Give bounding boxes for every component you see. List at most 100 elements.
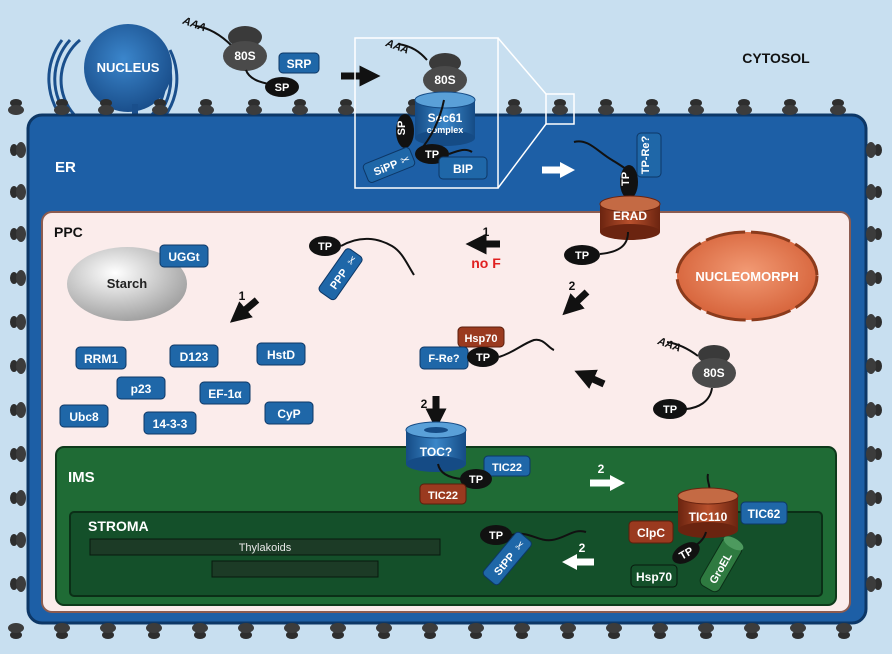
ppc-label: PPC [54,224,83,240]
ppc-protein-label: 14-3-3 [153,417,188,431]
er-ribosome [866,402,882,418]
ppc-protein: D123 [169,344,219,368]
er-ribosome [866,184,882,200]
er-ribosome [292,99,308,115]
er-ribosome [10,358,26,374]
tp-80s-label: TP [663,404,677,416]
er-ribosome [198,99,214,115]
er-ribosome [688,99,704,115]
er-ribosome [866,576,882,592]
er-ribosome [866,358,882,374]
sp-inset-label: SP [396,121,408,136]
er-ribosome [146,623,162,639]
nucleus-label: NUCLEUS [97,60,160,75]
er-ribosome [10,532,26,548]
hsp70-stroma-label: Hsp70 [636,570,672,584]
er-ribosome [830,99,846,115]
er-ribosome [192,623,208,639]
step2-stroma-label: 2 [579,541,586,555]
hsp70-ppc-label: Hsp70 [464,333,497,345]
er-ribosome [10,226,26,242]
er-ribosome [8,99,24,115]
ppc-protein-label: EF-1α [208,387,242,401]
er-ribosome [468,623,484,639]
ppc-protein: HstD [256,342,306,366]
tp-inset-label: TP [425,149,439,161]
step-no-f-number: 1 [483,225,490,239]
er-ribosome [506,99,522,115]
er-ribosome [10,490,26,506]
er-ribosome [54,99,70,115]
tp-erad-label: TP [620,172,632,186]
sp-top-label: SP [275,82,290,94]
sec61-sub-label: complex [427,125,464,135]
ppc-protein-label: RRM1 [84,352,118,366]
ppc-protein: RRM1 [75,346,127,370]
cytosol-label: CYTOSOL [742,50,810,66]
ppc-protein: EF-1α [199,381,251,405]
er-ribosome [100,623,116,639]
tp-ppp-label: TP [318,241,332,253]
ppc-protein: p23 [116,376,166,400]
step2-right-label: 2 [569,279,576,293]
er-ribosome [10,446,26,462]
ppc-protein: Ubc8 [59,404,109,428]
white-arrow-stroma-head [562,554,577,570]
starch-granule [67,247,187,321]
nucleomorph-label: NUCLEOMORPH [695,269,798,284]
ppc-hsp70-complex: Hsp70 F-Re? TP [419,326,555,370]
stpp-protein: TP StPP ✂ [480,525,587,586]
er-ribosome [836,623,852,639]
er-ribosome-row [8,99,882,639]
tic22-blue-label: TIC22 [492,462,522,474]
er-ribosome [736,99,752,115]
sec61-label: Sec61 [428,111,463,125]
tp-toc-label: TP [469,474,483,486]
step2-toc-label: 2 [421,397,428,411]
no-f-label: no F [471,255,501,271]
er-ribosome [54,623,70,639]
er-ribosome [866,142,882,158]
ribosome-top-label: 80S [234,49,255,63]
er-ribosome [606,623,622,639]
er-ribosome [10,142,26,158]
tic110-label: TIC110 [689,510,728,524]
thylakoid-lower [211,560,379,578]
er-ribosome [598,99,614,115]
ims-label: IMS [68,469,95,486]
er-ribosome [866,532,882,548]
stroma-label: STROMA [88,518,149,534]
ribosome-ppc-label: 80S [703,366,724,380]
erad-label: ERAD [613,209,647,223]
cytosolic-ribosome-srp: AAA 80S SRP SP [180,15,320,97]
scissors-icon: ✂ [399,153,412,168]
er-ribosome [246,99,262,115]
er-ribosome [552,99,568,115]
step1-left-label: 1 [239,289,246,303]
er-ribosome [284,623,300,639]
ppp-protein: TP PPP ✂ [309,236,415,301]
er-ribosome [10,402,26,418]
er-ribosome [152,99,168,115]
ugg-label: UGGt [168,250,199,264]
white-arrow-ims-head [610,475,625,491]
er-ribosome [866,314,882,330]
er-ribosome [338,99,354,115]
sec61-inset: AAA 80S Sec61 complex SP SiPP ✂ TP BIP [354,37,575,189]
toc-complex: TOC? TIC22 TP TIC22 [405,421,531,505]
ugg-protein [159,244,209,268]
er-ribosome [238,623,254,639]
tp-fre-label: TP [476,352,490,364]
er-ribosome [652,623,668,639]
er-ribosome [8,623,24,639]
white-arrow-er-head [560,162,575,178]
er-ribosome [866,270,882,286]
thylakoid-upper [89,538,441,556]
er-ribosome [330,623,346,639]
toc-label: TOC? [420,445,452,459]
er-ribosome [644,99,660,115]
ppc-ribosome: AAA 80S TP [653,335,736,419]
starch-label: Starch [107,276,148,291]
